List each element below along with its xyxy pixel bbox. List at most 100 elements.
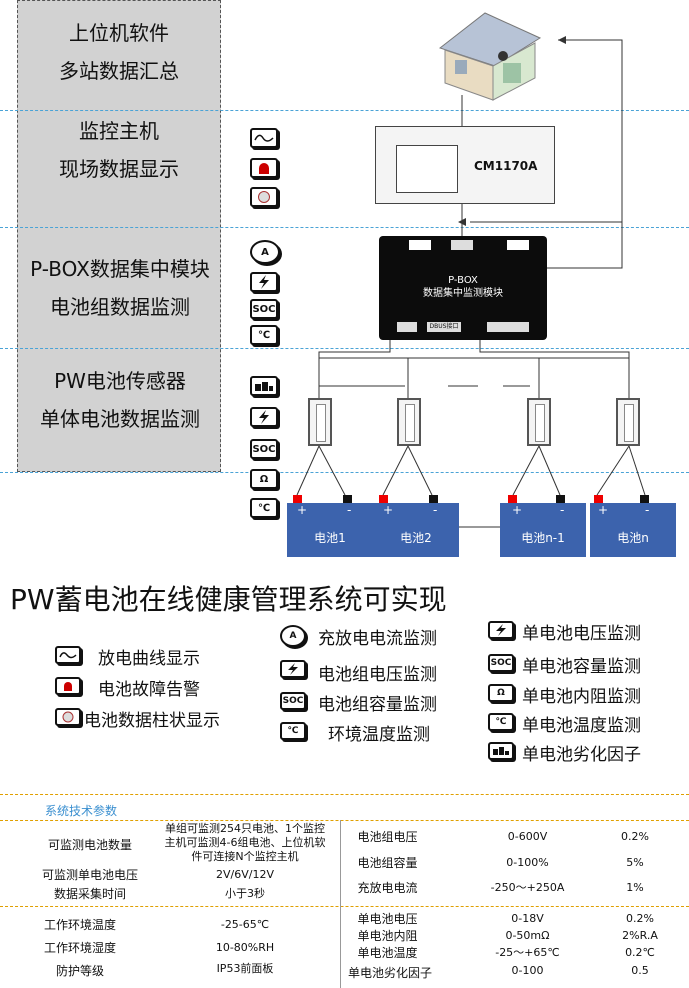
- legend-item: 电池故障告警: [98, 680, 200, 700]
- level-subtitle: 单体电池数据监测: [40, 407, 200, 431]
- battery-1: +- 电池1: [287, 495, 373, 557]
- spec-name: 工作环境温度: [43, 918, 116, 932]
- host-model: CM1170A: [474, 159, 538, 173]
- spec-value: IP53前面板: [216, 962, 274, 975]
- level-subtitle: 电池组数据监测: [50, 295, 190, 319]
- battery-label: 电池2: [400, 531, 432, 545]
- battery-label: 电池1: [314, 531, 346, 545]
- layer-divider: [0, 110, 689, 111]
- spec-name: 单电池内阻: [357, 929, 418, 943]
- ammeter-icon: A: [280, 625, 306, 647]
- legend-item: 环境温度监测: [328, 725, 430, 745]
- level-title: PW电池传感器: [54, 369, 186, 393]
- temperature-icon: ℃: [250, 325, 278, 345]
- pbox-port: [451, 240, 473, 250]
- level-title: 监控主机: [79, 119, 159, 143]
- spec-name: 工作环境湿度: [43, 941, 116, 955]
- pbox-port: [409, 240, 431, 250]
- pbox-title: P-BOX: [448, 275, 478, 286]
- headline: PW蓄电池在线健康管理系统可实现: [10, 583, 447, 616]
- legend-item: 单电池温度监测: [522, 716, 641, 736]
- soc-icon: SOC: [250, 299, 278, 319]
- spec-name: 单电池电压: [357, 912, 418, 926]
- temperature-icon: ℃: [488, 713, 514, 731]
- spec-accuracy: 0.2%: [626, 912, 654, 925]
- layer-divider: [0, 348, 689, 349]
- pw-sensor: [308, 398, 332, 446]
- spec-name: 可监测电池数量: [47, 838, 132, 852]
- ohm-icon: Ω: [488, 684, 514, 702]
- curve-icon: [55, 646, 81, 664]
- lightning-icon: [250, 272, 278, 292]
- pbox-subtitle: 数据集中监测模块: [423, 288, 503, 299]
- spec-title: 系统技术参数: [45, 804, 118, 818]
- pbox-label: P-BOX 数据集中监测模块: [379, 274, 547, 300]
- layer-divider: [0, 227, 689, 228]
- level-title: P-BOX数据集中模块: [30, 257, 210, 281]
- spec-accuracy: 0.2℃: [625, 946, 655, 959]
- spec-value: 10-80%RH: [215, 941, 275, 954]
- legend-item: 充放电电流监测: [318, 629, 437, 649]
- pbox-port-dbus: DBUS接口: [427, 322, 461, 332]
- ammeter-icon: A: [250, 240, 280, 264]
- battery-label: 电池n: [617, 531, 649, 545]
- monitor-host: CM1170A: [375, 126, 555, 204]
- connection-lines: [296, 36, 646, 528]
- level-pw-sensor: PW电池传感器 单体电池数据监测: [15, 362, 225, 438]
- soc-icon: SOC: [488, 654, 514, 672]
- host-screen: [396, 145, 458, 193]
- pbox-port: [397, 322, 417, 332]
- pw-sensor: [527, 398, 551, 446]
- legend-item: 放电曲线显示: [98, 649, 200, 669]
- spec-range: 0-18V: [511, 912, 544, 925]
- battery-label: 电池n-1: [521, 531, 565, 545]
- spec-accuracy: 1%: [626, 881, 644, 894]
- spec-accuracy: 5%: [626, 856, 644, 869]
- spec-accuracy: 2%R.A: [622, 929, 658, 942]
- battery-2: +- 电池2: [373, 495, 459, 557]
- pbox-port: [487, 322, 529, 332]
- pbox-module: P-BOX 数据集中监测模块 DBUS接口: [379, 236, 547, 340]
- lightning-icon: [280, 660, 306, 678]
- spec-value: 小于3秒: [225, 887, 265, 900]
- legend-item: 单电池劣化因子: [522, 745, 641, 765]
- level-monitor-host: 监控主机 现场数据显示: [17, 112, 221, 188]
- bar-icon: [55, 708, 81, 726]
- legend-item: 单电池容量监测: [522, 657, 641, 677]
- spec-range: -250～+250A: [490, 881, 565, 894]
- layer-divider: [0, 472, 689, 473]
- alarm-icon: [55, 677, 81, 695]
- soc-icon: SOC: [280, 692, 306, 710]
- spec-name: 电池组容量: [357, 856, 418, 870]
- spec-name: 可监测单电池电压: [41, 868, 138, 882]
- legend-item: 电池组电压监测: [318, 665, 437, 685]
- battery-n: +- 电池n: [590, 495, 676, 557]
- spec-range: 0-600V: [507, 830, 548, 843]
- spec-column-divider: [340, 820, 341, 988]
- spec-divider: [0, 906, 689, 907]
- temperature-icon: ℃: [250, 498, 278, 518]
- bar-icon: [250, 187, 278, 207]
- battery-level-icon: [488, 742, 514, 760]
- alarm-icon: [250, 158, 278, 178]
- pbox-port: [507, 240, 529, 250]
- spec-divider: [0, 794, 689, 795]
- spec-name: 电池组电压: [357, 830, 418, 844]
- spec-name: 防护等级: [55, 964, 104, 978]
- curve-icon: [250, 128, 278, 148]
- level-title: 上位机软件: [69, 21, 169, 45]
- battery-level-icon: [250, 376, 278, 396]
- level-subtitle: 现场数据显示: [59, 157, 179, 181]
- soc-icon: SOC: [250, 439, 278, 459]
- pw-sensor: [616, 398, 640, 446]
- spec-name: 数据采集时间: [53, 887, 126, 901]
- lightning-icon: [250, 407, 278, 427]
- house-illustration: [438, 12, 542, 101]
- spec-range: 0-100: [511, 964, 544, 977]
- spec-value: 单组可监测254只电池、1个监控主机可监测4-6组电池、上位机软件可连接N个监控…: [164, 822, 326, 863]
- level-upper-software: 上位机软件 多站数据汇总: [17, 14, 221, 90]
- legend-item: 单电池内阻监测: [522, 687, 641, 707]
- legend-item: 电池数据柱状显示: [84, 711, 220, 731]
- spec-value: -25-65℃: [220, 918, 270, 931]
- spec-divider: [0, 820, 689, 821]
